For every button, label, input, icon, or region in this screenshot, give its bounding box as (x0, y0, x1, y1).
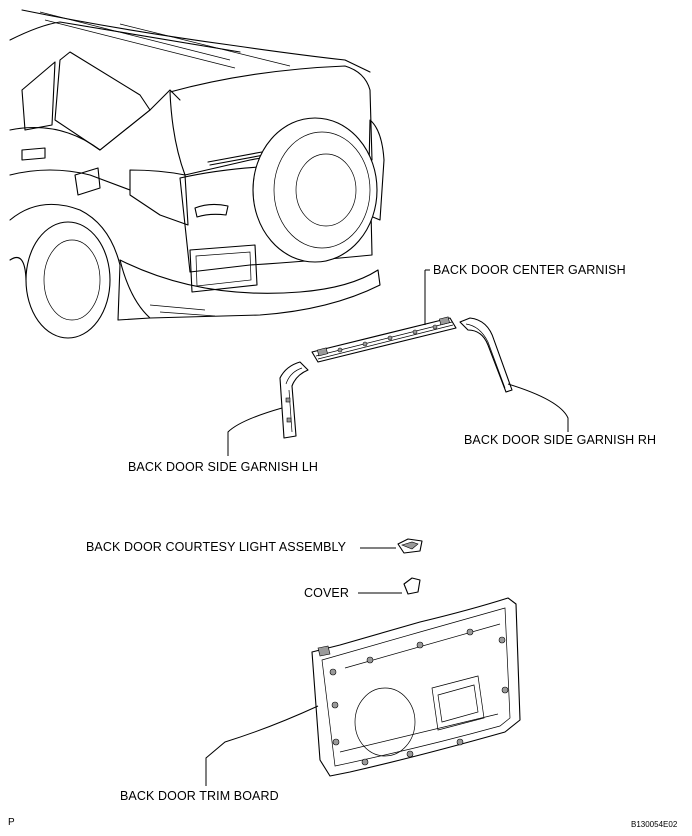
side-garnish-rh-part (459, 317, 513, 393)
side-garnish-rh-leader (507, 383, 569, 432)
vehicle-rear-illustration (9, 9, 385, 339)
center-garnish-part (311, 316, 457, 363)
cover-label: COVER (304, 586, 349, 600)
cover-part (403, 577, 421, 595)
side-garnish-lh-leader (227, 407, 283, 456)
trim-board-part (311, 597, 521, 777)
side-garnish-lh-label: BACK DOOR SIDE GARNISH LH (128, 460, 319, 474)
corner-mark: P (8, 817, 15, 828)
courtesy-light-part (397, 538, 423, 554)
figure-code: B130054E02 (631, 820, 678, 829)
center-garnish-label: BACK DOOR CENTER GARNISH (433, 263, 626, 277)
trim-board-leader (205, 705, 319, 786)
side-garnish-lh-part (279, 361, 309, 439)
side-garnish-rh-label: BACK DOOR SIDE GARNISH RH (464, 433, 657, 447)
trim-board-label: BACK DOOR TRIM BOARD (120, 789, 279, 803)
courtesy-light-label: BACK DOOR COURTESY LIGHT ASSEMBLY (86, 540, 347, 554)
